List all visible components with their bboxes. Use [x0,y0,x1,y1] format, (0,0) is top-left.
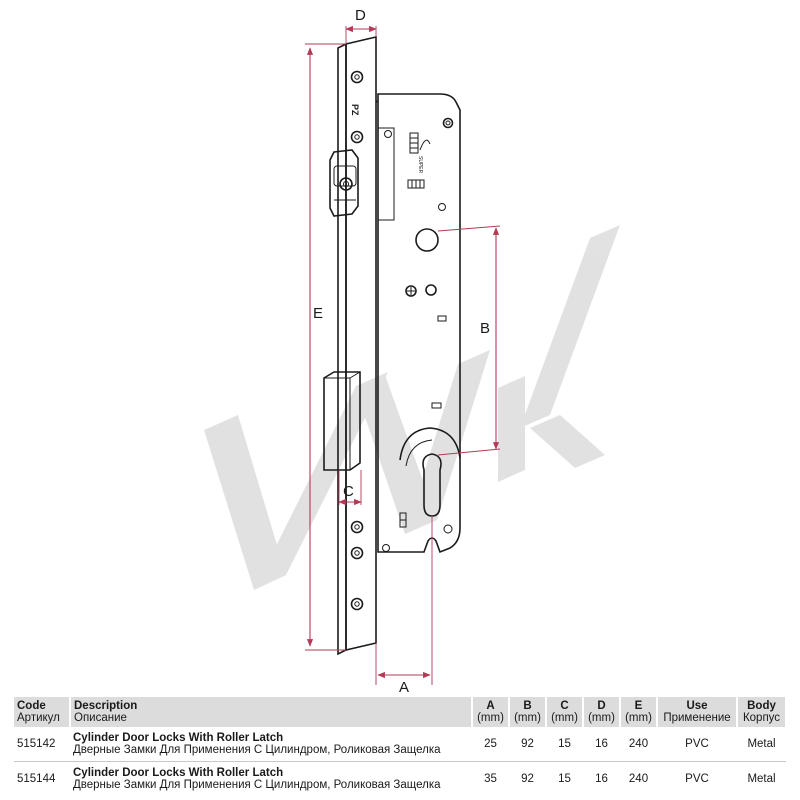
cell-c: 15 [558,737,571,750]
cell-body: Metal [737,761,786,796]
cell-use: PVC [685,737,709,750]
faceplate-screw-hole [350,546,364,560]
cell-body: Metal [747,737,776,750]
dim-label-b: B [480,320,490,337]
description-ru: Дверные Замки Для Применения С Цилиндром… [73,744,441,756]
dimension-lines [305,25,501,685]
description-en: Cylinder Door Locks With Roller Latch [73,731,284,744]
faceplate-screw-hole [350,130,364,144]
column-header-d: D(mm) [583,697,621,727]
cell-b: 92 [521,737,534,750]
column-header-c: C(mm) [546,697,584,727]
roller-latch [329,149,359,217]
cell-a: 35 [472,761,509,796]
column-header-a: A(mm) [472,697,510,727]
cell-d: 16 [583,761,620,796]
faceplate-screw-hole [350,597,364,611]
cell-code: 515144 [14,761,70,796]
spindle-hole [415,228,439,252]
deadbolt [323,371,361,471]
dim-label-e: E [313,305,323,322]
lock-marking: SUPER [417,156,423,174]
cell-use: PVC [657,761,737,796]
table-row: 515144 Cylinder Door Locks With Roller L… [14,761,786,796]
cell-d: 16 [595,737,608,750]
faceplate-screw-hole [350,70,364,84]
cell-b: 92 [509,761,546,796]
cell-e: 240 [628,737,649,750]
cell-e: 240 [620,761,657,796]
lock-drawing: PZ SUPER [204,7,620,695]
table-row: 515142 Cylinder Door Locks With Roller L… [14,727,786,762]
cell-c: 15 [546,761,583,796]
plate-marking: PZ [350,104,360,116]
description-en: Cylinder Door Locks With Roller Latch [73,766,284,779]
watermark-logo [204,225,620,590]
cell-code: 515142 [17,737,56,750]
faceplate: PZ [337,35,377,656]
description-ru: Дверные Замки Для Применения С Цилиндром… [73,779,441,791]
cell-a: 25 [484,737,497,750]
column-header-e: E(mm) [620,697,658,727]
dim-label-a: A [399,679,409,695]
dim-label-c: C [343,483,354,500]
faceplate-screw-hole [350,520,364,534]
column-header-b: B(mm) [509,697,547,727]
dim-label-d: D [355,7,366,24]
